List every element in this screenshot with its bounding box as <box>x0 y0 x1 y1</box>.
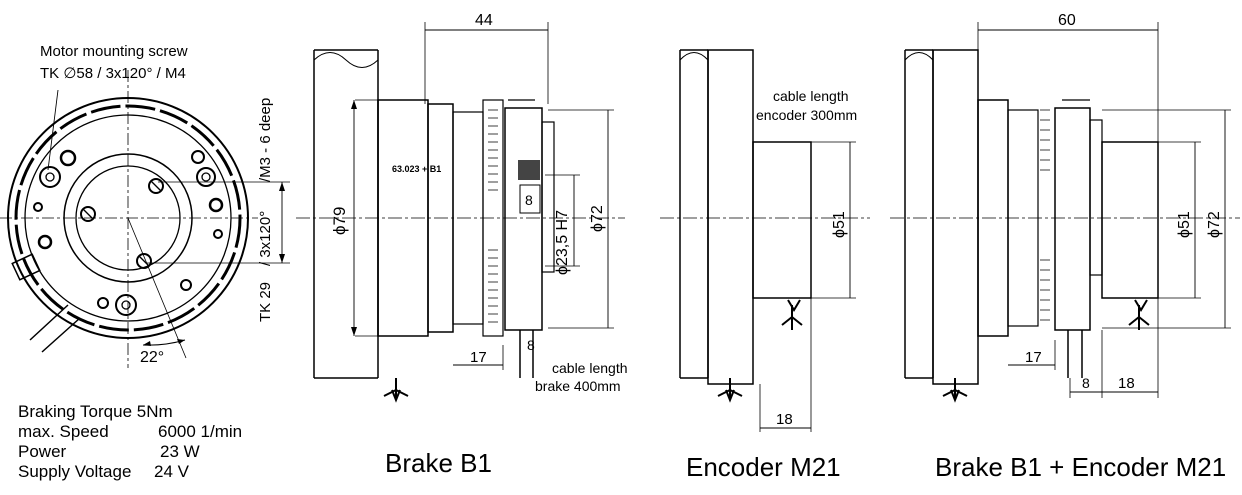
brake-dim-17: 17 <box>470 349 487 366</box>
combo-dia-encoder: ϕ51 <box>1176 211 1193 238</box>
spec-speed-value: 6000 1/min <box>158 422 243 441</box>
spec-voltage-value: 24 V <box>154 462 189 481</box>
combo-drawing <box>890 22 1240 403</box>
brake-dia: ϕ72 <box>589 205 606 232</box>
combo-dim-8: 8 <box>1082 375 1090 391</box>
brake-dim-top: 44 <box>475 12 493 29</box>
motor-front-view <box>0 70 290 368</box>
screw-title: Motor mounting screw <box>40 43 188 60</box>
combo-dim-17: 17 <box>1025 349 1042 366</box>
combo-dia-brake: ϕ72 <box>1206 211 1223 238</box>
spec-torque: Braking Torque 5Nm <box>18 402 173 421</box>
encoder-cable-note-2: encoder 300mm <box>756 107 857 123</box>
tk-label: TK 29 <box>257 282 274 322</box>
spec-speed-label: max. Speed <box>18 422 109 441</box>
encoder-cable-note-1: cable length <box>773 88 849 104</box>
brake-dia-outer: ϕ79 <box>330 207 349 235</box>
part-number: 63.023 + B1 <box>392 164 441 174</box>
combo-dim-18: 18 <box>1118 375 1135 392</box>
brake-cable-note-2: brake 400mm <box>535 378 621 394</box>
spec-block: Braking Torque 5Nm max. Speed 6000 1/min… <box>18 402 278 492</box>
caption-combo: Brake B1 + Encoder M21 <box>935 452 1227 482</box>
caption-brake: Brake B1 <box>385 448 492 478</box>
encoder-m21-drawing <box>660 49 870 432</box>
brake-cable-note-1: cable length <box>552 360 628 376</box>
angle-label: 22° <box>140 349 164 366</box>
caption-encoder: Encoder M21 <box>686 452 841 482</box>
spec-voltage-label: Supply Voltage <box>18 462 132 481</box>
thread-label: /M3 - 6 deep <box>257 98 274 182</box>
pattern-label: / 3x120° <box>257 211 274 266</box>
brake-dim-8b: 8 <box>527 337 535 353</box>
encoder-dim-18: 18 <box>776 411 793 428</box>
spec-power-value: 23 W <box>160 442 200 461</box>
encoder-dia: ϕ51 <box>831 211 848 238</box>
brake-dim-8: 8 <box>525 192 533 208</box>
brake-dia-bore: ϕ23,5 H7 <box>554 210 571 275</box>
brake-b1-drawing <box>296 22 625 403</box>
screw-spec: TK ∅58 / 3x120° / M4 <box>40 65 186 82</box>
combo-dim-top: 60 <box>1058 12 1076 29</box>
spec-power-label: Power <box>18 442 67 461</box>
